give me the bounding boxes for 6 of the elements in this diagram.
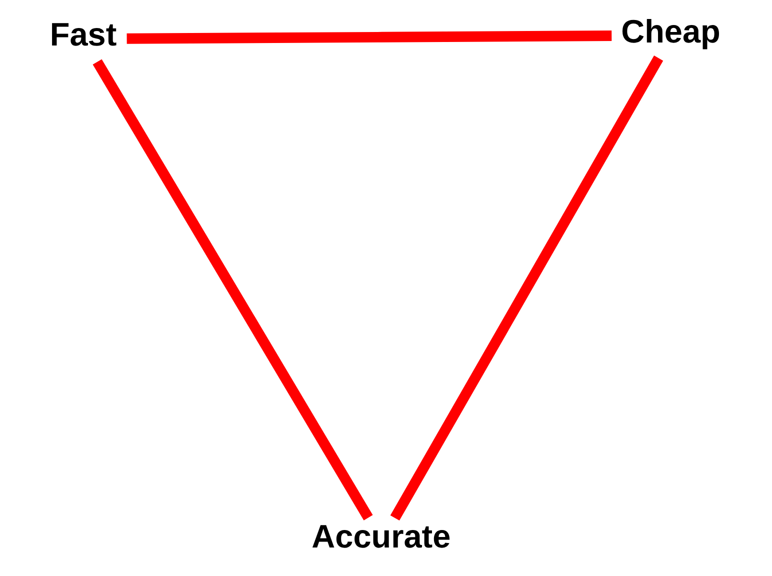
connector [126, 30, 612, 44]
node-text: Fast [50, 16, 117, 53]
connector [390, 56, 664, 521]
node-text: Cheap [621, 13, 720, 50]
node-text: Accurate [312, 518, 451, 554]
connector [92, 59, 373, 520]
